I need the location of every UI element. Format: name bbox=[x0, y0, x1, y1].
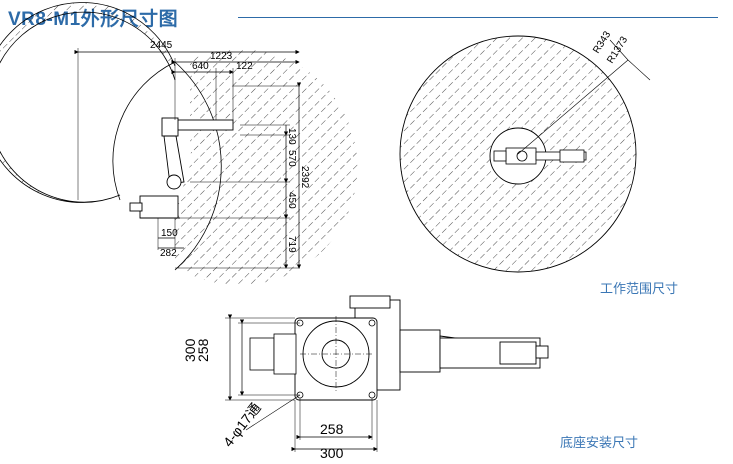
base-shape bbox=[139, 195, 179, 219]
base-view: 300 258 258 300 4-φ17通 bbox=[182, 295, 549, 461]
dim-130: 130 bbox=[286, 128, 297, 145]
dim-holes: 4-φ17通 bbox=[220, 400, 264, 450]
side-work-envelope bbox=[175, 49, 358, 286]
dim-base-h258: 258 bbox=[195, 338, 211, 362]
dim-450: 450 bbox=[286, 192, 297, 209]
dim-base-w258: 258 bbox=[320, 421, 344, 437]
dim-2392: 2392 bbox=[299, 166, 310, 189]
dim-570: 570 bbox=[286, 150, 297, 167]
dim-2445: 2445 bbox=[150, 40, 173, 51]
lower-arm-shape bbox=[163, 135, 185, 185]
dim-base-h300: 300 bbox=[182, 338, 198, 362]
dim-base-w300: 300 bbox=[320, 445, 344, 461]
side-envelope-crescent bbox=[0, 2, 176, 203]
dim-719: 719 bbox=[286, 236, 297, 253]
dim-640: 640 bbox=[192, 61, 209, 72]
side-view: 2445 1223 640 122 130 570 2392 450 719 1… bbox=[0, 2, 358, 286]
title-divider bbox=[238, 17, 718, 18]
dim-122: 122 bbox=[236, 61, 253, 72]
top-view: R343 R1373 bbox=[399, 29, 651, 273]
dim-1223: 1223 bbox=[210, 51, 233, 62]
caption-work-range: 工作范围尺寸 bbox=[600, 282, 679, 297]
dim-282: 282 bbox=[160, 248, 177, 259]
dim-150: 150 bbox=[161, 228, 178, 239]
caption-base-install: 底座安装尺寸 bbox=[560, 436, 639, 451]
